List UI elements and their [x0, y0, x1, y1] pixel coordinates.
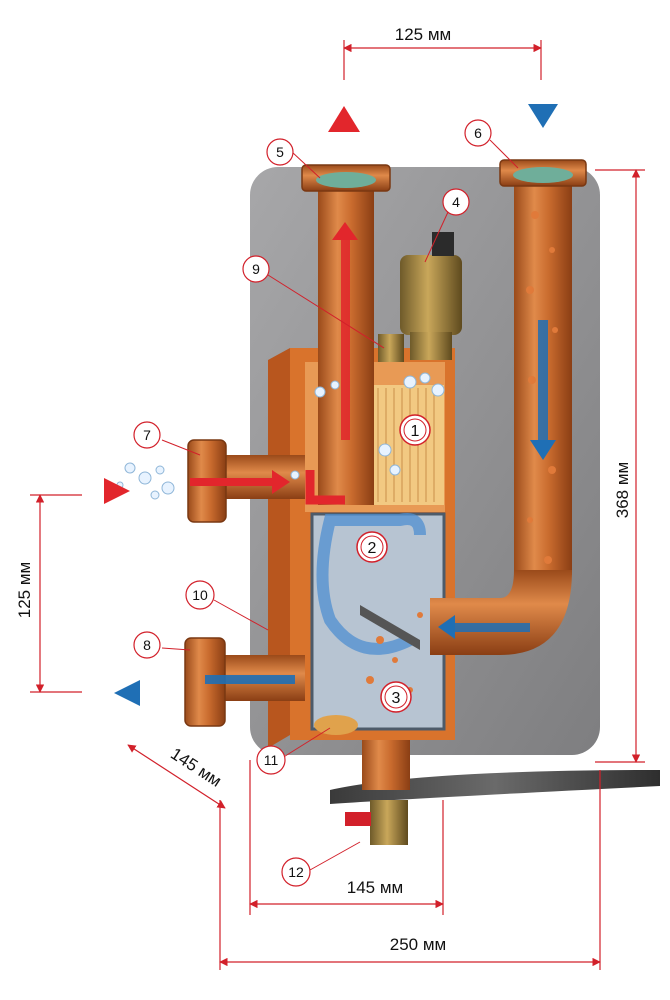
cold-flow-arrow-shaft: [538, 320, 548, 440]
cold-inflow-arrow-head: [438, 615, 455, 639]
cold-return-elbow: [430, 570, 572, 655]
svg-text:1: 1: [411, 423, 420, 440]
dim-left-spacing: 125 мм: [15, 562, 34, 618]
callout-5: 5: [266, 138, 294, 166]
cold-return-arrow-left: [114, 680, 140, 706]
cold-outlet-arrow: [205, 675, 295, 684]
hot-outlet-arrow-head: [272, 470, 290, 494]
callout-7: 7: [133, 421, 161, 449]
drain-valve: [370, 800, 408, 845]
svg-text:3: 3: [392, 690, 401, 707]
cold-return-arrow: [528, 104, 558, 128]
dim-width-inner: 145 мм: [347, 878, 403, 897]
callout-8: 8: [133, 631, 161, 659]
callout-4: 4: [442, 188, 470, 216]
callout-9: 9: [242, 255, 270, 283]
top-right-fitting-opening: [513, 167, 573, 183]
magnet-plug: [314, 715, 358, 735]
dim-depth: 145 мм: [167, 744, 225, 791]
dim-top-spacing: 125 мм: [395, 25, 451, 44]
dim-height: 368 мм: [613, 462, 632, 518]
top-left-fitting-opening: [316, 172, 376, 188]
hot-bend-arrow: [305, 470, 345, 505]
svg-text:12: 12: [288, 864, 304, 880]
hot-outlet-arrow: [190, 478, 275, 486]
support-shelf: [330, 770, 660, 804]
hot-supply-arrow: [328, 106, 360, 132]
cold-inflow-arrow: [455, 623, 530, 632]
hot-supply-arrow-left: [104, 478, 130, 504]
cold-flow-arrow-head: [530, 440, 556, 460]
hot-flow-arrow-head: [332, 222, 358, 240]
air-vent-valve: [400, 255, 462, 335]
dimension-lines: [30, 40, 645, 970]
small-valve: [378, 334, 404, 362]
air-vent-nipple: [410, 332, 452, 360]
svg-text:8: 8: [143, 637, 151, 653]
svg-text:2: 2: [368, 540, 377, 557]
svg-text:10: 10: [192, 587, 208, 603]
step-2: 2: [356, 531, 388, 563]
svg-text:4: 4: [452, 194, 460, 210]
step-1: 1: [399, 414, 431, 446]
svg-text:5: 5: [276, 144, 284, 160]
dim-width-total: 250 мм: [390, 935, 446, 954]
drain-handle: [345, 812, 371, 826]
baffle-plate: [360, 605, 420, 650]
callout-leaders: [161, 139, 519, 871]
hot-flow-arrow-shaft: [341, 240, 350, 440]
callout-12: 12: [281, 857, 311, 887]
svg-text:9: 9: [252, 261, 260, 277]
hot-outlet-pipe: [215, 455, 305, 499]
callout-11: 11: [256, 745, 286, 775]
callout-10: 10: [185, 580, 215, 610]
step-3: 3: [380, 681, 412, 713]
cold-flow-swirl: [316, 513, 426, 655]
svg-text:11: 11: [264, 752, 279, 768]
svg-text:6: 6: [474, 125, 482, 141]
svg-text:7: 7: [143, 427, 151, 443]
air-vent-cap: [432, 232, 454, 256]
drain-body: [362, 740, 410, 790]
callout-6: 6: [464, 119, 492, 147]
separator-housing-side: [268, 348, 290, 748]
